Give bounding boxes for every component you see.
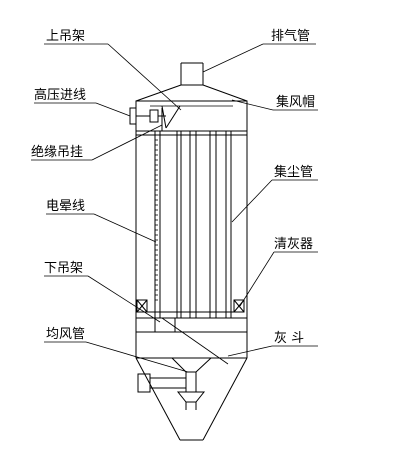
corona-wire <box>155 139 158 301</box>
leader-lines <box>31 43 318 373</box>
distributor-pipe <box>137 357 213 410</box>
label-exhaust-pipe: 排气管 <box>271 28 310 44</box>
collector-tubes <box>154 131 232 318</box>
ash-hopper <box>135 317 248 441</box>
hv-inlet-insulator <box>129 107 166 131</box>
label-upper-hanger: 上吊架 <box>46 29 85 44</box>
air-hood <box>135 84 248 132</box>
label-distributor-pipe: 均风管 <box>46 327 85 342</box>
upper-hanger-frame <box>136 105 247 136</box>
column-shell <box>135 131 248 319</box>
label-hv-inlet: 高压进线 <box>34 87 86 103</box>
label-insulated-hook: 绝缘吊挂 <box>31 144 83 160</box>
label-air-hood: 集风帽 <box>276 94 315 110</box>
label-cleaner: 清灰器 <box>274 237 313 252</box>
label-corona-wire: 电晕线 <box>46 199 85 214</box>
exhaust-pipe <box>180 62 204 85</box>
label-lower-hanger: 下吊架 <box>44 261 83 276</box>
label-dust-pipe: 集尘管 <box>274 164 313 180</box>
label-ash-hopper: 灰 斗 <box>274 331 304 346</box>
